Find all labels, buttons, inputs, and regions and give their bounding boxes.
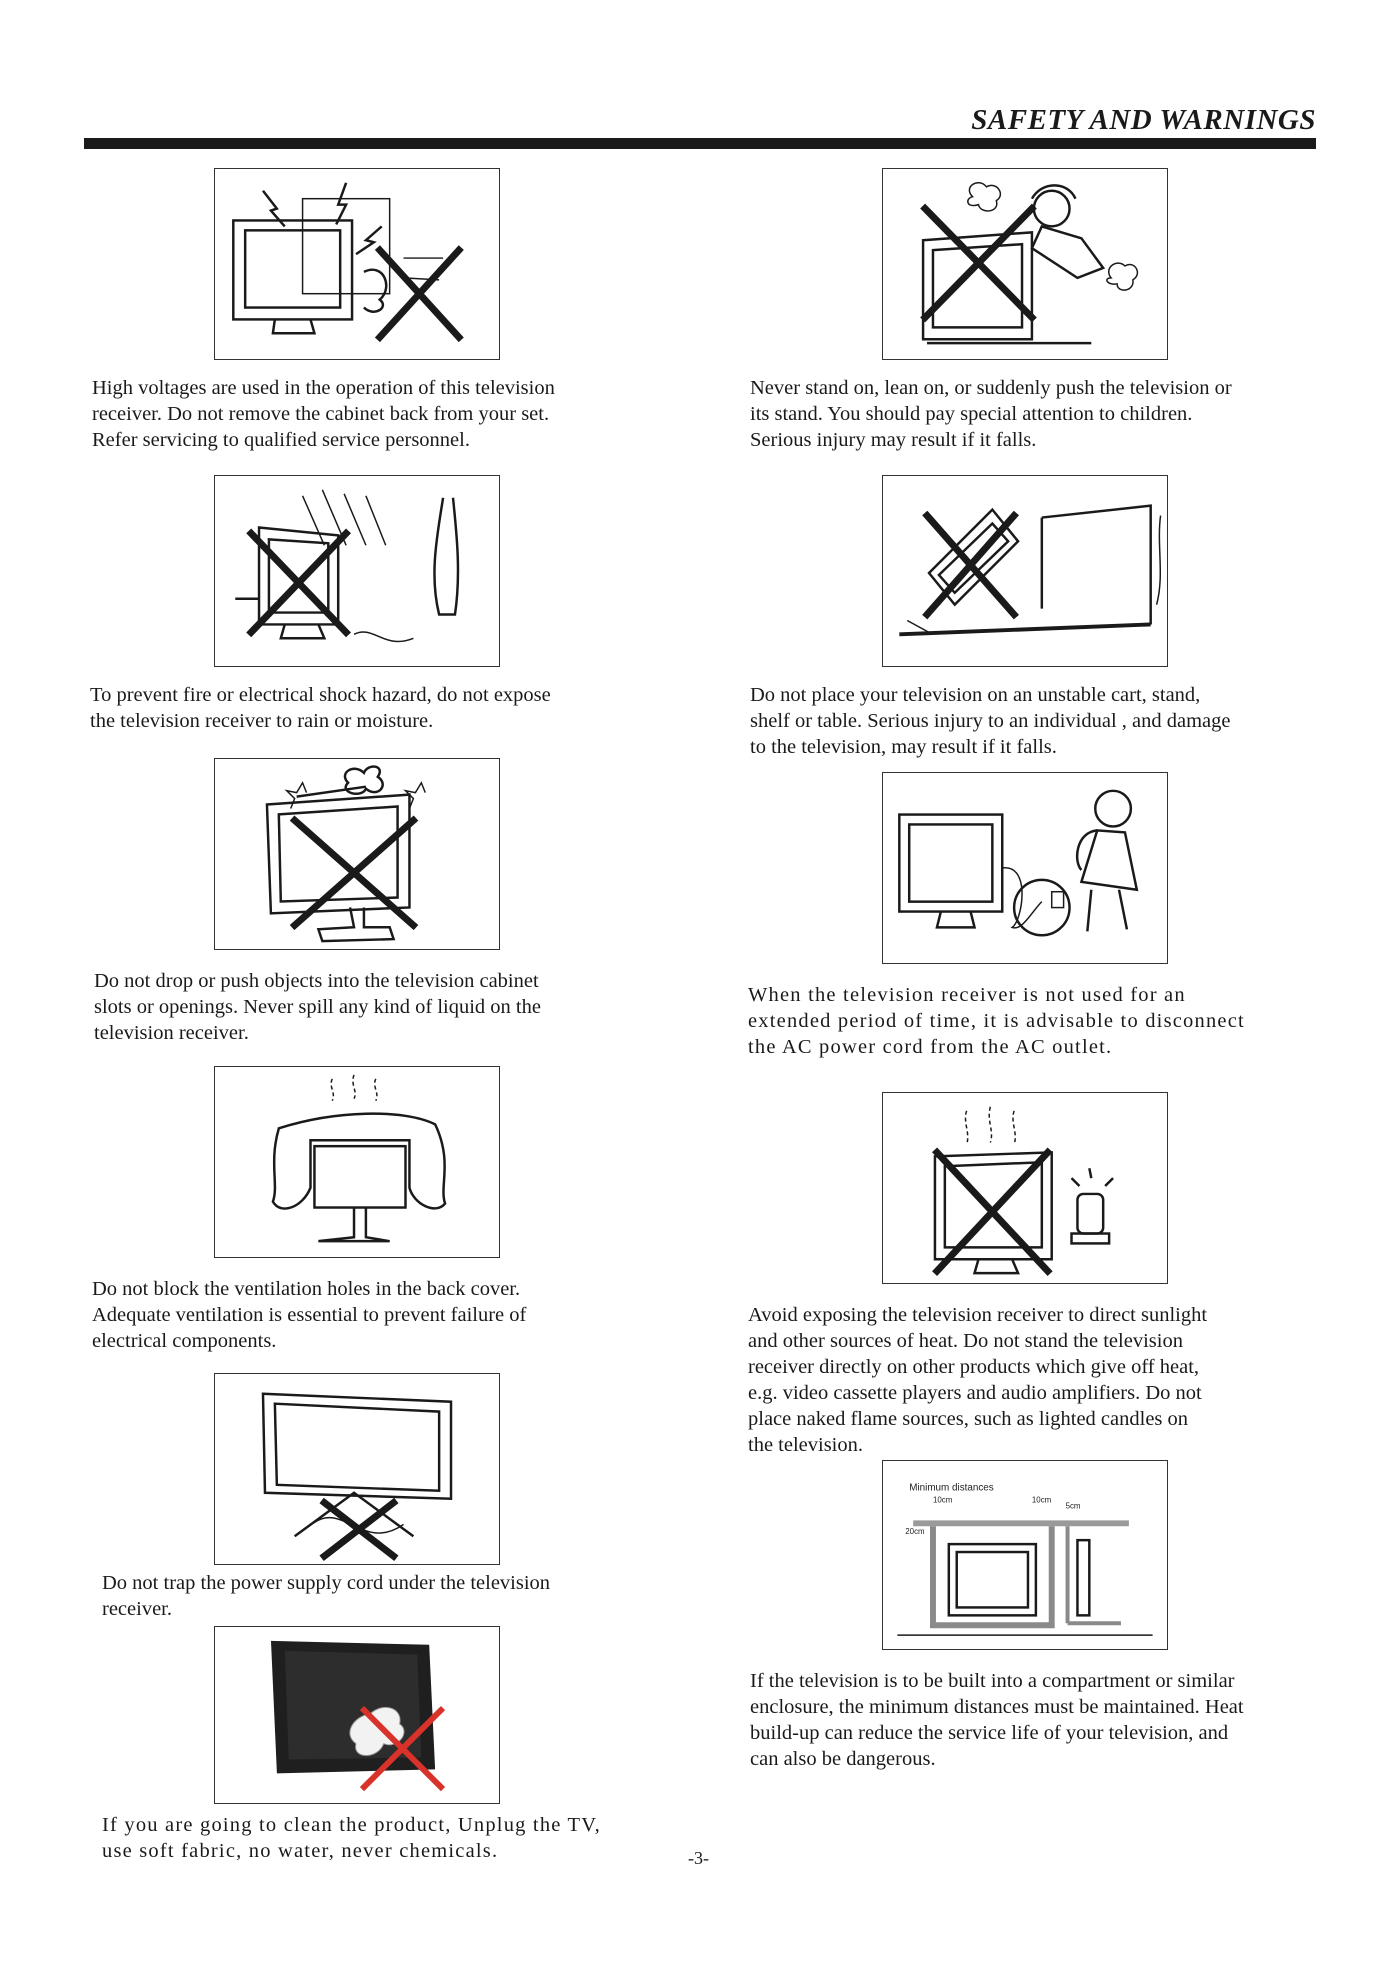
caption-cleaning: If you are going to clean the product, U…	[102, 1814, 601, 1862]
caption-heat-source: Avoid exposing the television receiver t…	[748, 1304, 1208, 1456]
minimum-distances-diagram: Minimum distances 10cm 10cm 5cm 20cm	[882, 1460, 1168, 1650]
diagram-label-top: 20cm	[905, 1527, 925, 1536]
heat-source-illustration	[882, 1092, 1168, 1284]
diagram-title: Minimum distances	[909, 1483, 994, 1494]
diagram-label-right: 10cm	[1032, 1496, 1052, 1505]
header-rule	[84, 138, 1316, 149]
caption-minimum-distances: If the television is to be built into a …	[750, 1670, 1244, 1770]
unstable-stand-illustration	[882, 475, 1168, 667]
caption-rain-moisture: To prevent fire or electrical shock haza…	[90, 684, 551, 732]
trapped-power-cord-illustration	[214, 1373, 500, 1565]
high-voltage-tv-illustration	[214, 168, 500, 360]
covered-tv-ventilation-illustration	[214, 1066, 500, 1258]
page-number: -3-	[688, 1848, 709, 1868]
caption-objects: Do not drop or push objects into the tel…	[94, 970, 541, 1044]
caption-power-cord: Do not trap the power supply cord under …	[102, 1572, 551, 1620]
caption-high-voltage: High voltages are used in the operation …	[92, 377, 555, 451]
caption-ventilation: Do not block the ventilation holes in th…	[92, 1278, 527, 1352]
child-leaning-on-tv-illustration	[882, 168, 1168, 360]
diagram-label-left: 10cm	[933, 1496, 953, 1505]
rain-moisture-tv-illustration	[214, 475, 500, 667]
caption-unstable-stand: Do not place your television on an unsta…	[750, 684, 1231, 758]
caption-child-leaning: Never stand on, lean on, or suddenly pus…	[750, 377, 1232, 451]
page-title: SAFETY AND WARNINGS	[971, 104, 1316, 136]
objects-on-tv-illustration	[214, 758, 500, 950]
caption-unplug: When the television receiver is not used…	[748, 984, 1245, 1058]
cleaning-tv-illustration	[214, 1626, 500, 1804]
unplug-power-cord-illustration	[882, 772, 1168, 964]
diagram-label-back: 5cm	[1066, 1501, 1081, 1510]
